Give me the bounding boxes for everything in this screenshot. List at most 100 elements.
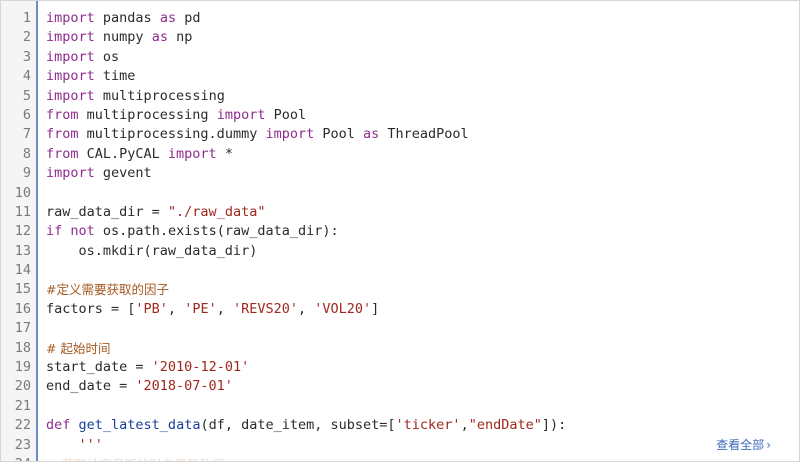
string-token: '2018-07-01' xyxy=(135,378,233,395)
comment-token: #定义需要获取的因子 xyxy=(46,282,169,298)
code-line: import pandas as pd xyxy=(46,9,799,28)
code-token: , xyxy=(460,417,469,434)
code-line: #定义需要获取的因子 xyxy=(46,280,799,299)
code-line: # 起始时间 xyxy=(46,339,799,358)
code-token: , xyxy=(167,300,185,317)
code-token: gevent xyxy=(94,165,152,182)
code-token: (df, date_item, subset=[ xyxy=(200,417,396,434)
code-line: factors = ['PB', 'PE', 'REVS20', 'VOL20'… xyxy=(46,300,799,319)
line-number: 1 xyxy=(22,10,31,26)
code-line: import gevent xyxy=(46,164,799,183)
keyword-token: if xyxy=(46,223,63,240)
line-number: 12 xyxy=(14,223,31,240)
keyword-token: import xyxy=(46,10,95,26)
code-line: from CAL.PyCAL import * xyxy=(46,145,799,164)
keyword-token: from xyxy=(46,145,79,162)
code-line: if not os.path.exists(raw_data_dir): xyxy=(46,222,799,241)
code-token: , xyxy=(216,300,233,317)
string-token: '2010-12-01' xyxy=(151,359,250,376)
code-token: numpy xyxy=(94,29,152,46)
string-token: 'REVS20' xyxy=(232,300,298,317)
code-line: 获取给定日期的财务最新数据 xyxy=(46,455,799,461)
keyword-token: import xyxy=(167,145,217,162)
string-token: 'PE' xyxy=(184,300,217,317)
comment-token: 获取给定日期的财务最新数据 xyxy=(46,457,225,461)
view-all-button[interactable]: 查看全部› xyxy=(708,434,775,455)
code-token: ] xyxy=(371,300,380,317)
code-line xyxy=(46,261,799,280)
string-token: 'VOL20' xyxy=(314,300,372,317)
keyword-token: as xyxy=(159,10,177,26)
line-number: 13 xyxy=(14,242,31,259)
code-token: factors = [ xyxy=(46,300,136,317)
line-number: 3 xyxy=(22,48,31,65)
code-token: multiprocessing.dummy xyxy=(78,126,266,143)
keyword-token: as xyxy=(363,126,380,143)
line-number: 16 xyxy=(14,300,31,317)
code-line xyxy=(46,319,799,338)
string-token: "./raw_data" xyxy=(167,203,266,220)
string-token: ''' xyxy=(78,436,103,453)
code-token: time xyxy=(94,68,136,85)
line-number: 22 xyxy=(14,417,31,434)
keyword-token: as xyxy=(151,29,168,46)
comment-token: # 起始时间 xyxy=(46,340,111,356)
keyword-token: not xyxy=(70,223,95,240)
code-line xyxy=(46,184,799,203)
code-token: end_date = xyxy=(46,378,136,395)
line-number: 9 xyxy=(22,165,31,182)
line-number: 24 xyxy=(1,455,36,461)
keyword-token: from xyxy=(46,106,79,123)
code-token: os.path.exists(raw_data_dir): xyxy=(94,223,339,240)
string-token: "endDate" xyxy=(468,417,542,434)
code-line: import time xyxy=(46,67,799,86)
keyword-token: import xyxy=(265,126,315,143)
line-number: 6 xyxy=(22,106,31,123)
line-number: 14 xyxy=(14,262,31,279)
code-token: CAL.PyCAL xyxy=(78,145,168,162)
code-token: ]): xyxy=(541,417,567,434)
line-number: 20 xyxy=(14,378,31,395)
line-number: 10 xyxy=(14,184,31,201)
code-token: os xyxy=(94,48,120,65)
keyword-token: from xyxy=(46,126,79,143)
code-token: start_date = xyxy=(46,359,152,376)
line-number: 23 xyxy=(14,436,31,453)
code-line: start_date = '2010-12-01' xyxy=(46,358,799,377)
line-number: 8 xyxy=(22,145,31,162)
code-token: Pool xyxy=(265,106,307,123)
keyword-token: import xyxy=(46,68,95,85)
keyword-token: import xyxy=(46,87,95,104)
code-token: pandas xyxy=(94,10,160,26)
code-line: raw_data_dir = "./raw_data" xyxy=(46,203,799,222)
code-token: multiprocessing xyxy=(94,87,225,104)
line-number-gutter: 123456789101112131415161718192021222324 xyxy=(1,1,38,461)
string-token: 'PB' xyxy=(135,300,168,317)
code-token: multiprocessing xyxy=(78,106,217,123)
keyword-token: import xyxy=(46,48,95,65)
code-line: end_date = '2018-07-01' xyxy=(46,377,799,396)
line-number: 17 xyxy=(14,320,31,337)
code-line: def get_latest_data(df, date_item, subse… xyxy=(46,416,799,435)
code-token: , xyxy=(298,300,315,317)
line-number: 2 xyxy=(22,29,31,46)
code-token xyxy=(46,437,79,453)
line-number: 5 xyxy=(22,87,31,104)
keyword-token: def xyxy=(46,417,71,434)
line-number: 11 xyxy=(14,203,31,220)
code-token: Pool xyxy=(314,126,364,143)
keyword-token: import xyxy=(46,29,95,46)
keyword-token: import xyxy=(216,106,266,123)
line-number: 4 xyxy=(22,68,31,85)
code-line: from multiprocessing.dummy import Pool a… xyxy=(46,125,799,144)
code-line: import multiprocessing xyxy=(46,87,799,106)
line-number: 7 xyxy=(22,126,31,143)
code-token: np xyxy=(167,29,193,46)
chevron-right-icon: › xyxy=(766,438,771,452)
line-number: 21 xyxy=(14,397,31,414)
code-token: * xyxy=(216,145,233,162)
code-line: ''' xyxy=(46,436,799,455)
line-number: 15 xyxy=(14,281,31,298)
code-line: from multiprocessing import Pool xyxy=(46,106,799,125)
